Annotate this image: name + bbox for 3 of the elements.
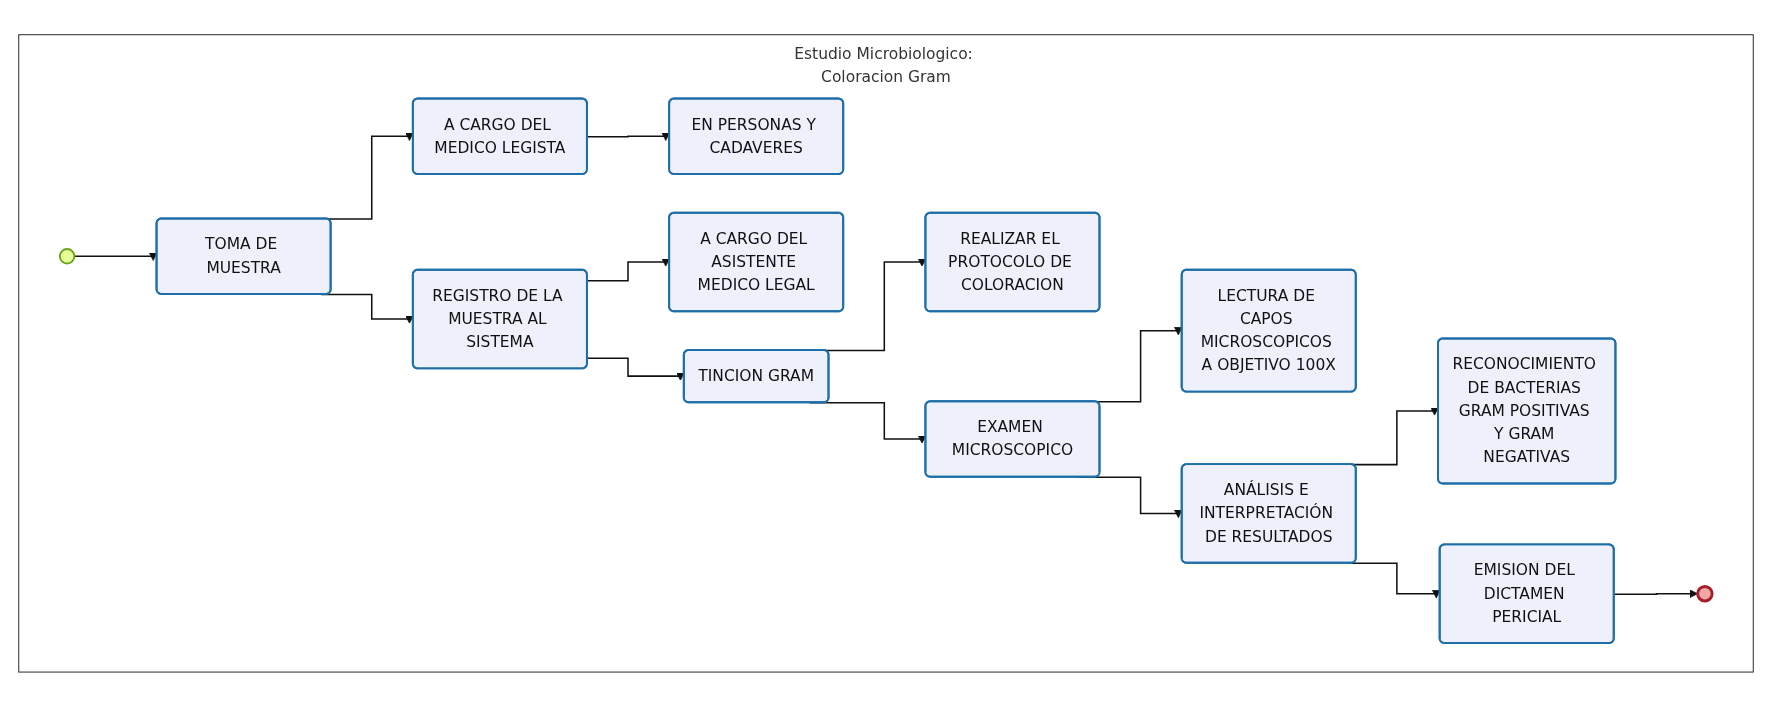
node-circle <box>58 247 75 264</box>
node-circle <box>1695 584 1714 603</box>
arrow <box>73 252 157 261</box>
